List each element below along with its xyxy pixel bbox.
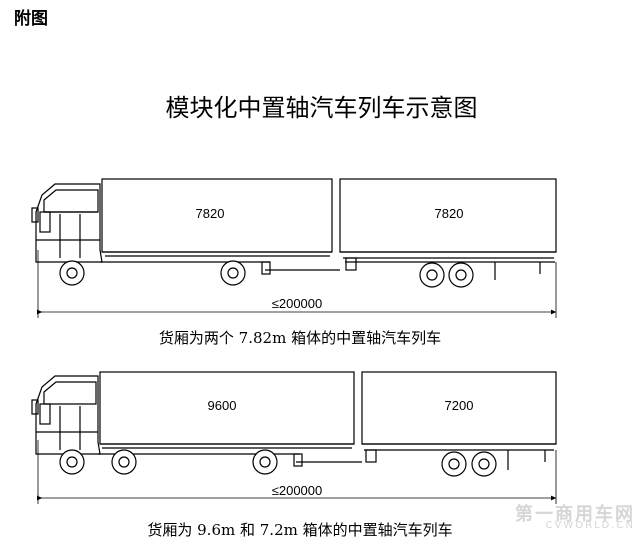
truck-1-box-length: 7820 xyxy=(196,206,225,221)
truck-2-box xyxy=(99,371,355,445)
truck-2-wheel-mid xyxy=(111,449,137,475)
truck-2-cab xyxy=(31,375,101,455)
train-1-overall-length: ≤200000 xyxy=(272,296,323,311)
caption-train-1: 货厢为两个 7.82m 箱体的中置轴汽车列车 xyxy=(158,329,442,347)
trailer-1-box-length: 7820 xyxy=(435,206,464,221)
watermark-sub: CVWORLD.CN xyxy=(545,520,635,531)
header-label: 附图 xyxy=(14,9,48,29)
trailer-2-box-length: 7200 xyxy=(445,398,474,413)
truck-2-box-length: 9600 xyxy=(208,398,237,413)
truck-1-wheel-rear xyxy=(220,260,246,286)
truck-2-wheel-front xyxy=(59,449,85,475)
trailer-1-box xyxy=(339,178,557,253)
truck-1-box xyxy=(101,178,333,253)
diagram-title: 模块化中置轴汽车列车示意图 xyxy=(165,94,478,122)
train-1 xyxy=(31,178,557,318)
train-2-overall-length: ≤200000 xyxy=(272,483,323,498)
trailer-1-wheel-a xyxy=(419,262,445,288)
truck-1-cab xyxy=(31,183,103,263)
truck-1-wheel-front xyxy=(59,260,85,286)
trailer-2-wheel-a xyxy=(441,451,467,477)
trailer-1-wheel-b xyxy=(448,262,474,288)
trailer-2-wheel-b xyxy=(471,451,497,477)
caption-train-2: 货厢为 9.6m 和 7.2m 箱体的中置轴汽车列车 xyxy=(147,521,453,539)
watermark-logo: 第一商用车网 xyxy=(515,504,635,525)
train-2 xyxy=(31,371,557,504)
truck-2-wheel-rear xyxy=(252,449,278,475)
